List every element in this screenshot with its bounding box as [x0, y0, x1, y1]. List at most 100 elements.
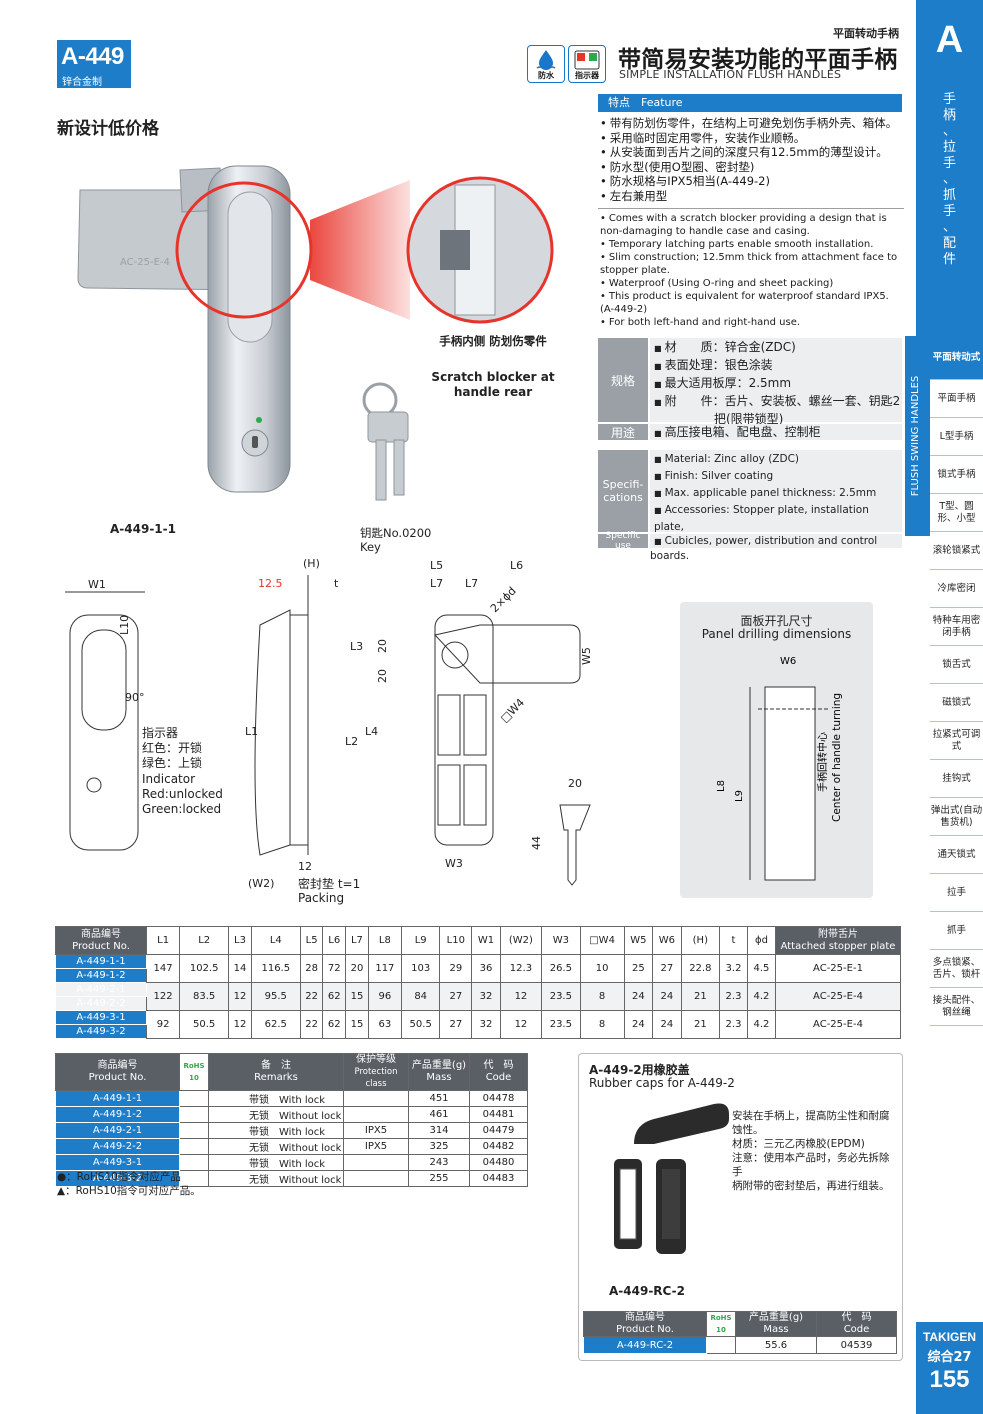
rubber-cap-desc-line: 安装在手柄上，提高防尘性和耐腐	[732, 1110, 890, 1122]
dim-value: 23.5	[541, 1010, 581, 1039]
side-menu-item[interactable]: 特种车用密闭手柄	[930, 608, 983, 646]
mass-cell: 325	[408, 1138, 470, 1155]
brand: TAKIGEN	[922, 1330, 977, 1344]
dim-value: 62	[322, 1010, 347, 1039]
dim-value: 84	[400, 982, 441, 1011]
feature-list-zh: 带有防划伤零件，在结构上可避免划伤手柄外壳、箱体。采用临时固定用零件，安装作业顺…	[600, 116, 904, 203]
side-menu-item[interactable]: 滚轮锁紧式	[930, 532, 983, 570]
side-menu-item[interactable]: 弹出式(自动售货机)	[930, 798, 983, 836]
side-menu-item[interactable]: 接头配件、钢丝绳	[930, 988, 983, 1026]
indicator-dot	[256, 417, 262, 423]
side-menu-item[interactable]: L型手柄	[930, 418, 983, 456]
side-menu-item[interactable]: 拉紧式可调式	[930, 722, 983, 760]
indicator-notes: 指示器 红色：开锁 绿色：上锁 Indicator Red:unlocked G…	[142, 725, 360, 905]
prot-header-en: Protection class	[354, 1067, 398, 1089]
dim-value: 22.8	[680, 954, 721, 983]
feature-zh-item: 带有防划伤零件，在结构上可避免划伤手柄外壳、箱体。	[600, 116, 904, 131]
feature-zh-item: 从安装面到舌片之间的深度只有12.5mm的薄型设计。	[600, 145, 904, 160]
side-menu-item[interactable]: 通天锁式	[930, 836, 983, 874]
category-char: 手	[942, 92, 956, 107]
rubber-cap-title-en: Rubber caps for A-449-2	[589, 1076, 735, 1090]
dim-table-header: L9	[400, 926, 441, 955]
dim-value: 83.5	[179, 982, 230, 1011]
dim-value: 22	[299, 1010, 324, 1039]
table-row: A-449-1-2	[55, 968, 901, 983]
dim-table-header: W1	[471, 926, 501, 955]
rohs-notes: ●：RoHS10指令对应产品 ▲：RoHS10指令可对应产品。	[57, 1170, 201, 1198]
side-menu-item[interactable]: 拉手	[930, 874, 983, 912]
dim-20a: 20	[376, 639, 389, 653]
dim-value: 36	[471, 954, 501, 983]
dim-value: 27	[652, 954, 682, 983]
dim-value: 50.5	[179, 1010, 230, 1039]
rohs-cell	[179, 1138, 209, 1155]
technical-drawing: W1 L10 90° L1 L2 L3 L4 (H) t 12.5 12 (W2…	[65, 557, 593, 905]
side-menu-item[interactable]: 平面手柄	[930, 380, 983, 418]
dim-value: 26.5	[541, 954, 581, 983]
feature-header: 特点 Feature	[598, 94, 902, 112]
side-menu-item[interactable]: 抓手	[930, 912, 983, 950]
indicator-zh-1: 指示器	[142, 725, 178, 740]
rohs-cell	[179, 1106, 209, 1123]
dim-table-header: L3	[228, 926, 252, 955]
dim-value: 63	[367, 1010, 402, 1039]
feature-header-text: 特点 Feature	[608, 96, 683, 109]
category-vertical-text: 手柄、拉手、抓手、配件	[916, 92, 983, 268]
product-no: A-449-2-2	[55, 1138, 180, 1155]
side-menu-item[interactable]: 锁式手柄	[930, 456, 983, 494]
side-menu-item[interactable]: 挂钩式	[930, 760, 983, 798]
dim-value: 62	[322, 982, 347, 1011]
dim-value: 27	[439, 1010, 473, 1039]
dim-table-header: L7	[345, 926, 369, 955]
category-char: 、	[942, 220, 956, 235]
side-menu-item[interactable]: T型、圆形、小型	[930, 494, 983, 532]
dim-value: 14	[228, 954, 252, 983]
side-menu-item[interactable]: 磁锁式	[930, 684, 983, 722]
side-menu-item[interactable]: 锁舌式	[930, 646, 983, 684]
dim-value: 24	[652, 1010, 682, 1039]
remarks-cell: 带锁 With lock	[208, 1090, 344, 1107]
rc-mass-header-zh: 产品重量(g)	[748, 1312, 804, 1323]
rc-rohs-header: RoHS 10	[706, 1311, 736, 1337]
side-menu-item[interactable]: 平面转动式	[930, 336, 983, 380]
indicator-badge: 指示器	[568, 45, 606, 83]
product-no: A-449-3-2	[55, 1170, 180, 1187]
dim-value: 62.5	[250, 1010, 301, 1039]
indicator-icon	[574, 50, 600, 70]
dim-key-44: 44	[530, 836, 543, 850]
mass-cell: 255	[408, 1170, 470, 1187]
dim-value: 23.5	[541, 982, 581, 1011]
product-no: A-449-2-2	[55, 996, 147, 1011]
dim-value: 4.2	[746, 1010, 777, 1039]
key-icon	[362, 382, 409, 501]
side-view	[254, 609, 291, 856]
mass-header-en: Mass	[426, 1072, 452, 1083]
dim-w5: W5	[580, 647, 593, 665]
stopper-plate	[77, 189, 251, 291]
product-no: A-449-1-1	[55, 1090, 180, 1107]
prot-header-zh: 保护等级	[356, 1054, 396, 1065]
side-menu-item[interactable]: 冷库密闭	[930, 570, 983, 608]
side-menu-item[interactable]: 多点锁紧、舌片、锁杆	[930, 950, 983, 988]
dim-12: 12	[298, 860, 312, 873]
remark-en: With lock	[279, 1095, 326, 1106]
remark-zh: 带锁	[249, 1095, 269, 1106]
spec-en-line: Max. applicable panel thickness: 2.5mm	[654, 485, 902, 502]
feature-en-item: This product is equivalent for waterproo…	[600, 290, 902, 316]
dim-value: 147	[145, 954, 181, 983]
dim-w6: W6	[780, 656, 796, 667]
rubber-cap-desc-line: 蚀性。	[732, 1124, 764, 1136]
rohs-cell	[179, 1122, 209, 1139]
dim-value: 50.5	[400, 1010, 441, 1039]
handle-grip	[227, 191, 273, 343]
page-number: 155	[929, 1366, 970, 1393]
footer-tab: TAKIGEN 综合27 155	[916, 1322, 983, 1414]
rc-mass-header-en: Mass	[763, 1324, 789, 1335]
remark-zh: 无锁	[249, 1111, 269, 1122]
feature-en-item: Comes with a scratch blocker providing a…	[600, 212, 902, 238]
dim-value: 24	[652, 982, 682, 1011]
category-char: 、	[942, 172, 956, 187]
